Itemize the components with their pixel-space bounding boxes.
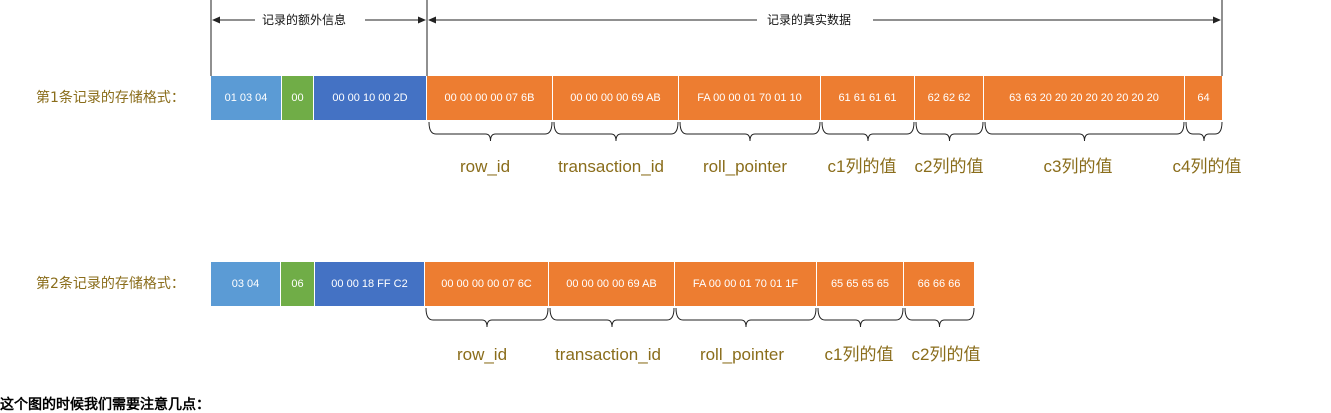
record-2-brace-3 <box>675 307 817 328</box>
record-2-field-row-id: row_id <box>456 345 508 364</box>
record-2-row-id-cell: 00 00 00 00 07 6C <box>425 262 549 306</box>
record-2-null-list: 06 <box>281 262 315 306</box>
record-1-c3-cell: 63 63 20 20 20 20 20 20 20 20 <box>984 76 1185 120</box>
record-1-roll-pointer-cell: FA 00 00 01 70 01 10 <box>679 76 821 120</box>
record-1-field-c3: c3列的值 <box>1043 157 1113 176</box>
record-1-brace-4 <box>821 121 915 142</box>
record-2-roll-pointer-cell: FA 00 00 01 70 01 1F <box>675 262 817 306</box>
record-1-record-header: 00 00 10 00 2D <box>314 76 427 120</box>
record-2-field-roll-pointer: roll_pointer <box>699 345 785 364</box>
record-2-brace-5 <box>904 307 975 328</box>
record-2-brace-1 <box>425 307 549 328</box>
record-1-field-row-id: row_id <box>459 157 511 176</box>
record-1-label: 第1条记录的存储格式： <box>36 90 185 106</box>
record-1-transaction-id-cell: 00 00 00 00 69 AB <box>553 76 679 120</box>
record-2-record-header: 00 00 18 FF C2 <box>315 262 425 306</box>
record-1-null-list: 00 <box>282 76 314 120</box>
real-data-label: 记录的真实数据 <box>761 13 858 27</box>
record-1-brace-1 <box>428 121 553 142</box>
record-1-c2-cell: 62 62 62 <box>915 76 984 120</box>
record-1-field-c4: c4列的值 <box>1172 157 1242 176</box>
record-1-brace-6 <box>984 121 1185 142</box>
record-2-c1-cell: 65 65 65 65 <box>817 262 904 306</box>
caption-text: 这个图的时候我们需要注意几点： <box>0 397 210 413</box>
record-1-row-id-cell: 00 00 00 00 07 6B <box>427 76 553 120</box>
record-1-brace-3 <box>679 121 821 142</box>
record-1-var-length-list: 01 03 04 <box>211 76 282 120</box>
record-2-field-transaction-id: transaction_id <box>555 345 661 364</box>
record-2-field-c1: c1列的值 <box>824 345 894 364</box>
record-1-field-transaction-id: transaction_id <box>558 157 664 176</box>
record-2-c2-cell: 66 66 66 <box>904 262 975 306</box>
record-1-c4-cell: 64 <box>1185 76 1223 120</box>
record-2-transaction-id-cell: 00 00 00 00 69 AB <box>549 262 675 306</box>
extra-info-label: 记录的额外信息 <box>256 13 353 27</box>
record-1-field-c1: c1列的值 <box>827 157 897 176</box>
record-1-c1-cell: 61 61 61 61 <box>821 76 915 120</box>
record-2-field-c2: c2列的值 <box>911 345 981 364</box>
record-2-brace-2 <box>549 307 675 328</box>
record-1-brace-7 <box>1185 121 1223 142</box>
record-1-field-c2: c2列的值 <box>914 157 984 176</box>
record-2-label: 第2条记录的存储格式： <box>36 276 185 292</box>
record-1-brace-2 <box>553 121 679 142</box>
record-1-field-roll-pointer: roll_pointer <box>702 157 788 176</box>
record-2-var-length-list: 03 04 <box>211 262 281 306</box>
record-2-brace-4 <box>817 307 904 328</box>
record-1-brace-5 <box>915 121 984 142</box>
